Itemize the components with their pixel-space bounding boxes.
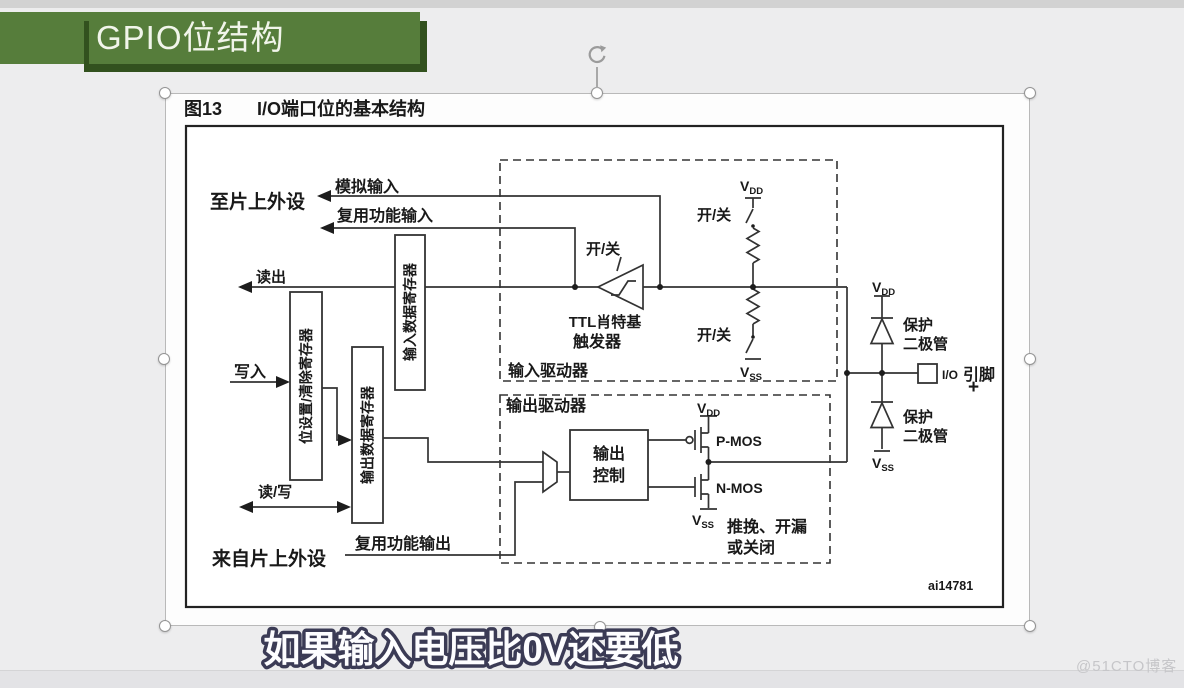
protection-bottom-line2: 二极管 — [903, 427, 948, 445]
from-peripherals-label: 来自片上外设 — [212, 547, 326, 570]
protection-top-line1: 保护 — [902, 316, 933, 334]
protection-top-line2: 二极管 — [903, 335, 948, 353]
read-write-label: 读/写 — [258, 483, 292, 501]
trigger-name-line2: 触发器 — [572, 332, 622, 351]
trigger-onoff-label: 开/关 — [586, 240, 620, 258]
io-pin-label: 引脚 — [963, 366, 995, 384]
selection-handle-w[interactable] — [158, 353, 170, 365]
pmos-label: P-MOS — [716, 433, 762, 449]
nmos-symbol — [694, 462, 717, 510]
title-banner-seam — [84, 21, 89, 64]
selection-handle-nw[interactable] — [159, 87, 171, 99]
watermark: @51CTO博客 — [1076, 658, 1178, 675]
bit-set-reset-register-box — [289, 291, 323, 481]
schmitt-trigger-symbol — [596, 256, 644, 311]
pullup-pulldown-network — [745, 197, 761, 360]
diode-vdd-label: VDD — [872, 279, 895, 298]
figure-number: 图13 — [184, 99, 222, 119]
to-peripherals-label: 至片上外设 — [210, 190, 305, 213]
output-data-register-box — [351, 346, 384, 524]
input-driver-label: 输入驱动器 — [508, 361, 589, 380]
player-bottom-strip — [0, 670, 1184, 688]
write-label: 写入 — [234, 363, 266, 381]
pmos-vdd-label: VDD — [697, 400, 720, 419]
gpio-bit-structure-diagram: 图13 I/O端口位的基本结构 — [184, 98, 1005, 609]
trigger-name-line1: TTL肖特基 — [569, 313, 642, 331]
pmos-symbol — [685, 415, 717, 462]
selection-handle-s[interactable] — [594, 621, 606, 633]
input-data-register-box — [394, 234, 426, 391]
input-driver-box — [499, 159, 838, 382]
selection-handle-sw[interactable] — [159, 620, 171, 632]
nmos-vss-label: VSS — [692, 512, 714, 531]
output-mode-line1: 推挽、开漏 — [727, 517, 807, 536]
diode-vss-label: VSS — [872, 455, 894, 474]
junction-dots — [572, 284, 885, 465]
read-label: 读出 — [256, 268, 286, 286]
figure-code: ai14781 — [928, 579, 973, 593]
io-pin-plus-mark: + — [968, 377, 979, 398]
output-driver-box — [499, 394, 831, 564]
analog-input-label: 模拟输入 — [335, 177, 399, 196]
output-mode-line2: 或关闭 — [727, 538, 775, 557]
protection-bottom-line1: 保护 — [902, 408, 933, 426]
subtitle-text: 如果输入电压比0V还要低 — [263, 629, 678, 670]
bit-set-reset-register-label: 位设置/清除寄存器 — [298, 327, 314, 444]
protection-diodes — [869, 295, 895, 452]
pull-vss-label: VSS — [740, 364, 762, 383]
window-top-strip — [0, 0, 1184, 8]
selection-handle-se[interactable] — [1024, 620, 1036, 632]
rotate-handle-stem — [596, 67, 598, 88]
output-control-label-2: 控制 — [593, 466, 625, 485]
mux-symbol — [542, 450, 558, 494]
output-data-register-label: 输出数据寄存器 — [360, 385, 376, 484]
nmos-label: N-MOS — [716, 480, 763, 496]
pull-vdd-label: VDD — [740, 178, 763, 197]
figure-title: I/O端口位的基本结构 — [257, 98, 425, 119]
page-title: GPIO位结构 — [96, 19, 285, 56]
subtitle: 如果输入电压比0V还要低 — [260, 626, 682, 674]
selection-handle-e[interactable] — [1024, 353, 1036, 365]
pullup-onoff-label: 开/关 — [697, 206, 731, 224]
io-pin-io-label: I/O — [942, 368, 958, 382]
af-input-label: 复用功能输入 — [336, 206, 433, 225]
output-driver-label: 输出驱动器 — [506, 396, 587, 415]
title-banner: GPIO位结构 — [0, 12, 420, 64]
selection-handle-n[interactable] — [591, 87, 603, 99]
selection-handle-ne[interactable] — [1024, 87, 1036, 99]
af-output-label: 复用功能输出 — [354, 534, 451, 553]
pulldown-onoff-label: 开/关 — [697, 326, 731, 344]
io-pin-symbol — [917, 363, 938, 384]
output-control-box — [569, 429, 649, 501]
input-data-register-label: 输入数据寄存器 — [402, 262, 418, 361]
output-control-label-1: 输出 — [593, 444, 625, 463]
rotate-icon[interactable] — [585, 44, 609, 68]
